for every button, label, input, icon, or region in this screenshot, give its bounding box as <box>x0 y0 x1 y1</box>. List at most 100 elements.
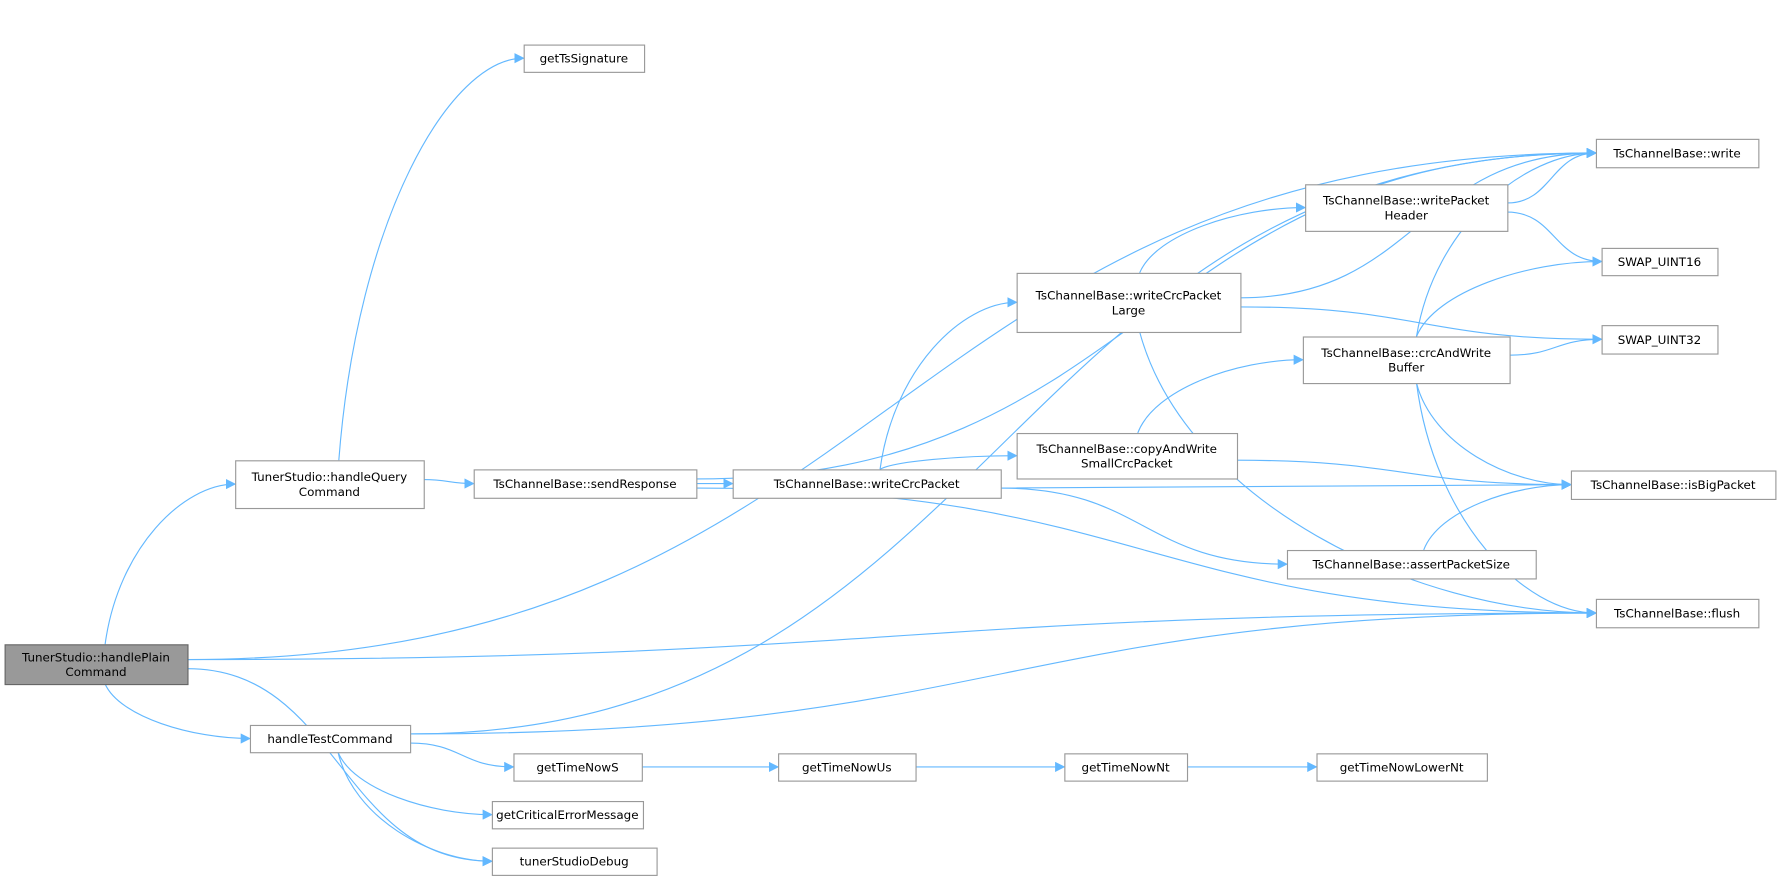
node-write[interactable]: TsChannelBase::write <box>1595 138 1760 169</box>
node-box <box>1064 753 1189 782</box>
node-label: getTsSignature <box>540 52 629 66</box>
node-box <box>1595 138 1760 169</box>
edge-handlePlain-to-flush <box>187 607 1597 661</box>
node-label: TunerStudio::handleQuery <box>251 470 407 484</box>
edge-handlePlain-to-tunerStudioDebug <box>187 668 493 867</box>
edge-writeCrcPacketLarge-to-swap32 <box>1240 306 1603 345</box>
node-getTimeNowLowerNt[interactable]: getTimeNowLowerNt <box>1316 753 1488 782</box>
node-getCriticalErrorMessage[interactable]: getCriticalErrorMessage <box>491 800 645 830</box>
node-box <box>4 644 189 686</box>
node-getTsSignature[interactable]: getTsSignature <box>523 44 646 73</box>
edge-writeCrcPacket-to-assertPacketSize <box>1000 487 1288 570</box>
edge-handlePlain-to-handleTestCommand <box>104 683 251 744</box>
node-label: TsChannelBase::sendResponse <box>492 477 676 491</box>
node-getTimeNowNt[interactable]: getTimeNowNt <box>1064 753 1189 782</box>
node-label: TsChannelBase::assertPacketSize <box>1312 558 1510 572</box>
node-label: getTimeNowNt <box>1082 760 1171 774</box>
node-label: tunerStudioDebug <box>520 855 629 869</box>
node-label: TsChannelBase::write <box>1612 147 1740 161</box>
nodes-layer: TunerStudio::handlePlainCommandTunerStud… <box>4 44 1777 876</box>
node-getTimeNowS[interactable]: getTimeNowS <box>513 753 643 782</box>
node-handleTestCommand[interactable]: handleTestCommand <box>249 724 412 754</box>
edge-copyAndWrite-to-crcAndWriteBuffer <box>1137 354 1304 434</box>
node-label: TsChannelBase::writeCrcPacket <box>1035 289 1222 303</box>
edge-handleQuery-to-getTsSignature <box>338 53 525 461</box>
node-label: TsChannelBase::writePacket <box>1322 194 1490 208</box>
edge-writeCrcPacket-to-isBigPacket <box>1000 479 1572 490</box>
edge-writePacketHeader-to-swap16 <box>1507 211 1603 267</box>
node-writeCrcPacket[interactable]: TsChannelBase::writeCrcPacket <box>732 469 1002 499</box>
node-box <box>1016 272 1242 334</box>
node-box <box>513 753 643 782</box>
node-label: TsChannelBase::isBigPacket <box>1590 478 1756 492</box>
node-label: TsChannelBase::flush <box>1613 607 1740 621</box>
edge-writeCrcPacketLarge-to-flush <box>1139 331 1597 619</box>
node-box <box>1305 184 1509 232</box>
edge-handleQuery-to-sendResponse <box>423 478 475 489</box>
edge-assertPacketSize-to-isBigPacket <box>1423 479 1572 551</box>
node-box <box>732 469 1002 499</box>
edge-writeCrcPacket-to-writeCrcPacketLarge <box>879 297 1018 470</box>
node-label: getTimeNowUs <box>802 760 892 774</box>
edge-crcAndWriteBuffer-to-swap32 <box>1509 334 1603 356</box>
node-label: SWAP_UINT32 <box>1618 333 1702 347</box>
node-label: Header <box>1384 208 1427 222</box>
edge-handlePlain-to-handleQuery <box>104 478 237 645</box>
edge-crcAndWriteBuffer-to-flush <box>1415 382 1597 619</box>
edge-handleTestCommand-to-getTimeNowS <box>410 742 515 773</box>
edge-writePacketHeader-to-write <box>1507 147 1597 204</box>
node-box <box>1286 549 1537 580</box>
edge-crcAndWriteBuffer-to-write <box>1415 147 1597 337</box>
node-box <box>491 847 658 876</box>
node-box <box>491 800 645 830</box>
node-label: TsChannelBase::crcAndWrite <box>1320 346 1491 360</box>
node-label: Buffer <box>1388 361 1424 375</box>
node-box <box>1570 470 1777 500</box>
edge-writeCrcPacket-to-copyAndWrite <box>879 450 1018 470</box>
edge-handleTestCommand-to-flush <box>410 607 1597 735</box>
node-label: Large <box>1112 303 1145 317</box>
node-label: Command <box>65 665 126 679</box>
node-box <box>1595 598 1760 629</box>
node-swap32[interactable]: SWAP_UINT32 <box>1601 325 1719 355</box>
edge-crcAndWriteBuffer-to-isBigPacket <box>1415 382 1572 490</box>
node-getTimeNowUs[interactable]: getTimeNowUs <box>778 753 917 782</box>
node-box <box>1302 336 1511 385</box>
node-label: Command <box>299 485 360 499</box>
node-swap16[interactable]: SWAP_UINT16 <box>1601 247 1719 277</box>
node-label: TsChannelBase::copyAndWrite <box>1035 442 1217 456</box>
node-box <box>1016 432 1239 480</box>
node-flush[interactable]: TsChannelBase::flush <box>1595 598 1760 629</box>
node-label: TunerStudio::handlePlain <box>21 650 170 664</box>
node-tunerStudioDebug[interactable]: tunerStudioDebug <box>491 847 658 876</box>
edge-crcAndWriteBuffer-to-swap16 <box>1415 256 1603 337</box>
edge-handleTestCommand-to-tunerStudioDebug <box>337 752 493 867</box>
node-box <box>1316 753 1488 782</box>
node-box <box>778 753 917 782</box>
node-label: handleTestCommand <box>267 732 392 746</box>
node-label: getTimeNowS <box>536 760 618 774</box>
node-isBigPacket[interactable]: TsChannelBase::isBigPacket <box>1570 470 1777 500</box>
node-label: TsChannelBase::writeCrcPacket <box>773 477 960 491</box>
node-box <box>523 44 646 73</box>
node-box <box>1601 325 1719 355</box>
node-box <box>473 469 698 499</box>
edge-handleTestCommand-to-getCriticalErrorMessage <box>337 751 493 820</box>
edge-handleTestCommand-to-write <box>410 147 1597 735</box>
node-box <box>235 460 425 510</box>
node-label: getTimeNowLowerNt <box>1340 760 1464 774</box>
edge-copyAndWrite-to-isBigPacket <box>1236 459 1572 490</box>
edge-writeCrcPacketLarge-to-writePacketHeader <box>1139 202 1307 274</box>
node-assertPacketSize[interactable]: TsChannelBase::assertPacketSize <box>1286 549 1537 580</box>
node-box <box>1601 247 1719 277</box>
node-copyAndWrite[interactable]: TsChannelBase::copyAndWriteSmallCrcPacke… <box>1016 432 1239 480</box>
node-box <box>249 724 412 754</box>
node-sendResponse[interactable]: TsChannelBase::sendResponse <box>473 469 698 499</box>
node-label: getCriticalErrorMessage <box>496 808 638 822</box>
